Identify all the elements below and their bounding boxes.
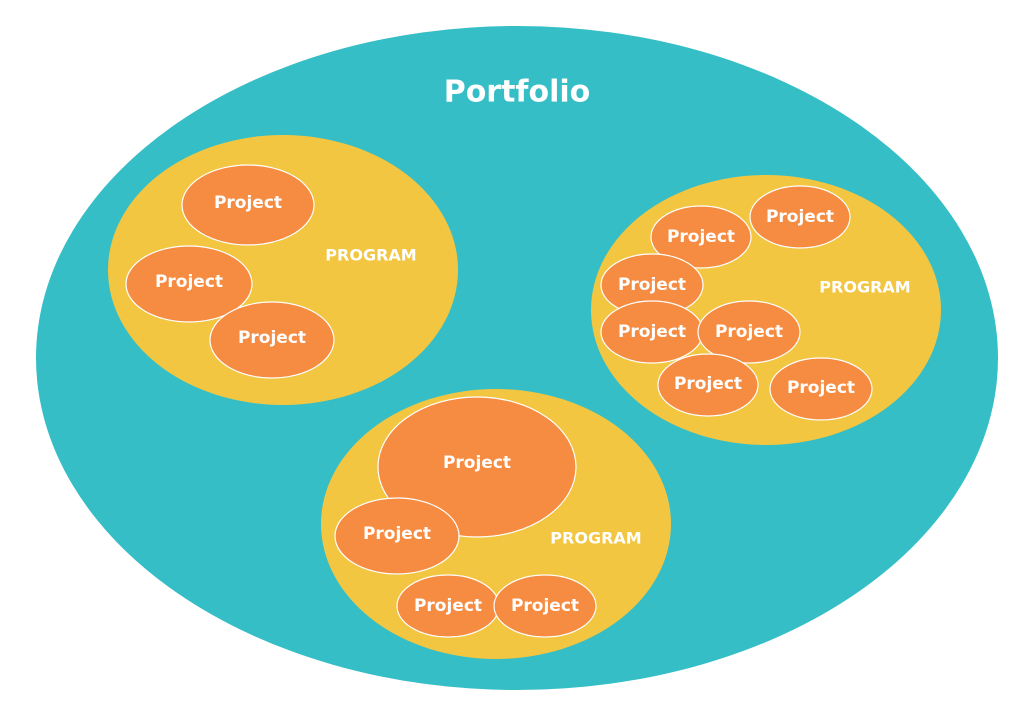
- project-ellipse: [697, 300, 801, 364]
- project-label: Project: [414, 596, 482, 616]
- project-label: Project: [618, 275, 686, 295]
- project-label: Project: [155, 272, 223, 292]
- program-2: PROGRAM Project Project Project Project …: [591, 175, 941, 445]
- project-ellipse: [749, 185, 851, 249]
- project-label: Project: [766, 207, 834, 227]
- program-3: PROGRAM Project Project Project Project: [321, 389, 671, 659]
- program-label: PROGRAM: [550, 529, 641, 548]
- portfolio-title: Portfolio: [444, 75, 591, 110]
- project-ellipse: [334, 497, 460, 575]
- project-label: Project: [238, 328, 306, 348]
- project-ellipse: [650, 205, 752, 269]
- project-label: Project: [715, 322, 783, 342]
- project-label: Project: [363, 524, 431, 544]
- project-label: Project: [787, 378, 855, 398]
- project-ellipse: [377, 396, 577, 538]
- project-ellipse: [493, 574, 597, 638]
- program-label: PROGRAM: [325, 246, 416, 265]
- program-1: PROGRAM Project Project Project: [108, 135, 458, 405]
- project-label: Project: [674, 374, 742, 394]
- project-ellipse: [125, 245, 253, 323]
- project-ellipse: [769, 357, 873, 421]
- project-label: Project: [443, 453, 511, 473]
- project-label: Project: [214, 193, 282, 213]
- project-label: Project: [618, 322, 686, 342]
- project-ellipse: [657, 353, 759, 417]
- project-label: Project: [511, 596, 579, 616]
- project-label: Project: [667, 227, 735, 247]
- project-ellipse: [209, 301, 335, 379]
- program-label: PROGRAM: [819, 278, 910, 297]
- project-ellipse: [181, 164, 315, 246]
